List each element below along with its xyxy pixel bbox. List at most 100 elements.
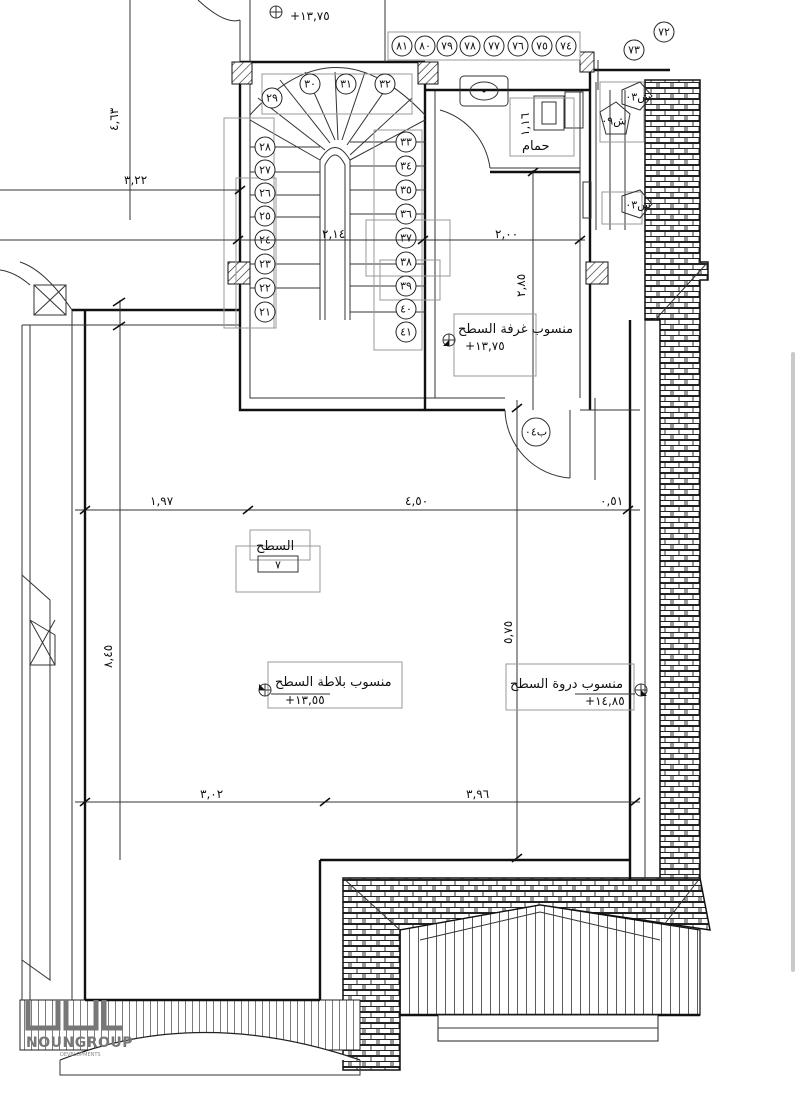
stair-right-0-circle	[395, 131, 417, 153]
stair-top-4: ٧٧	[488, 40, 500, 53]
stair-top-6: ٧٥	[536, 40, 548, 53]
dim-575: ٥,٧٥	[501, 621, 515, 644]
slab-level-name: منسوب بلاطة السطح	[275, 675, 392, 690]
scrollbar[interactable]	[791, 352, 795, 972]
window-tag-2: ش٠٩	[601, 115, 626, 128]
dim-450: ٤,٥٠	[405, 494, 428, 508]
terrace-number: ٧	[275, 559, 281, 572]
stair-left-6: ٢٢	[259, 282, 271, 295]
dim-845: ٨,٤٥	[101, 645, 115, 668]
stair-right-2-circle	[395, 179, 417, 201]
stair-arc-2-circle	[335, 73, 357, 95]
logo-sub: DEVELOPMENTS	[60, 1052, 101, 1058]
stair-top-2-circle	[436, 35, 458, 57]
stair-arc-2: ٣١	[340, 78, 352, 91]
dim-285: ٢,٨٥	[514, 274, 528, 297]
stair-top-3-circle	[459, 35, 481, 57]
stair-left-6-circle	[254, 277, 276, 299]
stair-left-3: ٢٥	[259, 210, 271, 223]
stair-top-row-frame	[387, 31, 581, 61]
stair-right-7: ٤٠	[400, 303, 412, 316]
stair-arc-1-circle	[299, 73, 321, 95]
stair-right-8: ٤١	[400, 326, 412, 339]
dim-051: ٠,٥١	[600, 494, 623, 508]
wall-columns	[227, 51, 609, 285]
stair-right-2: ٣٥	[400, 184, 412, 197]
dim-214: ٢,١٤	[322, 227, 345, 241]
stair-corner-73-circle	[623, 39, 645, 61]
stair-top-6-circle	[531, 35, 553, 57]
left-elements	[21, 284, 72, 1000]
stair-right-5: ٣٨	[400, 256, 412, 269]
stair-top-0-circle	[391, 35, 413, 57]
stair-arc-0: ٢٩	[266, 92, 278, 105]
stair-top-0: ٨١	[396, 40, 408, 53]
stair-top-1: ٨٠	[419, 40, 431, 53]
dim-322: ٣,٢٢	[124, 173, 147, 187]
stair-right-5-circle	[395, 251, 417, 273]
stair-left-5: ٢٣	[259, 258, 271, 271]
stair-left-7: ٢١	[259, 306, 271, 319]
bottom-left-band	[19, 999, 361, 1076]
bath-name: حمام	[522, 139, 550, 154]
stair-right-0: ٣٣	[400, 136, 412, 149]
slab-level-value: +١٣,٥٥	[285, 693, 325, 707]
stair-left-1-circle	[254, 159, 276, 181]
stair-left-2: ٢٦	[259, 187, 271, 200]
dim-463: ٤,٦٣	[107, 107, 121, 131]
dim-396: ٣,٩٦	[466, 787, 489, 801]
stair-arc-0-circle	[261, 87, 283, 109]
top-level-label: +١٣,٧٥	[290, 9, 330, 23]
stair-right-4: ٣٧	[400, 232, 412, 245]
stair-top-5-circle	[507, 35, 529, 57]
terrace-name: السطح	[256, 539, 294, 554]
stair-corner-72: ٧٢	[658, 26, 670, 39]
stair-right-1-circle	[395, 155, 417, 177]
stair-left-0-circle	[254, 136, 276, 158]
dim-302: ٣,٠٢	[200, 787, 223, 801]
stair-corner-73: ٧٣	[628, 44, 640, 57]
stair-left-0: ٢٨	[259, 141, 271, 154]
bottom-facade	[399, 904, 701, 1042]
stair-top-7: ٧٤	[560, 40, 572, 53]
stair-top-5: ٧٦	[512, 40, 524, 53]
dim-197: ١,٩٧	[150, 494, 174, 508]
labels: +١٣,٧٥ ١,١٦ حمام منسوب غرفة السطح +١٣,٧٥…	[235, 5, 648, 711]
stair-left-1: ٢٧	[259, 164, 271, 177]
stair-corner-72-circle	[653, 21, 675, 43]
stair-right-1: ٣٤	[400, 160, 412, 173]
roof-tiles-right	[644, 79, 709, 881]
stair-right-8-circle	[395, 321, 417, 343]
opening-tags: ش٠٣ ش٠٩ ش٠٣ ب٠٤	[521, 81, 653, 447]
window-tag-3: ش٠٣	[625, 199, 650, 212]
door-tag: ب٠٤	[525, 426, 547, 439]
company-logo: NOUNGROUP DEVELOPMENTS	[25, 1000, 133, 1058]
stair-arc-3: ٣٢	[379, 78, 391, 91]
stair-right-6: ٣٩	[400, 280, 412, 293]
stair-left-2-circle	[254, 182, 276, 204]
bathroom	[459, 75, 645, 230]
stair-right-7-circle	[395, 298, 417, 320]
stair-top-2: ٧٩	[441, 40, 453, 53]
window-tag-1: ش٠٣	[625, 91, 650, 104]
stair-right-6-circle	[395, 275, 417, 297]
stair-left-3-circle	[254, 205, 276, 227]
dimensions: ٣,٢٢ ٢,١٤ ٢,٠٠ ٤,٦٣ ٢,٨٥ ١,٩٧ ٤,٥٠ ٠,٥١ …	[0, 0, 641, 863]
stair-top-4-circle	[483, 35, 505, 57]
parapet-level-value: +١٤,٨٥	[585, 694, 625, 708]
stair-top-1-circle	[414, 35, 436, 57]
stair-right-3-circle	[395, 203, 417, 225]
stair-top-7-circle	[555, 35, 577, 57]
stair-left-5-circle	[254, 253, 276, 275]
roof-room-name: منسوب غرفة السطح	[458, 322, 573, 337]
stair-right-4-circle	[395, 227, 417, 249]
stair-right-3: ٣٦	[400, 208, 412, 221]
dim-200: ٢,٠٠	[495, 227, 518, 241]
logo-name: NOUNGROUP	[26, 1035, 133, 1051]
roof-room-level: +١٣,٧٥	[465, 339, 505, 353]
stair-top-3: ٧٨	[464, 40, 476, 53]
stair-arc-3-circle	[374, 73, 396, 95]
stair-arc-1: ٣٠	[304, 78, 316, 91]
